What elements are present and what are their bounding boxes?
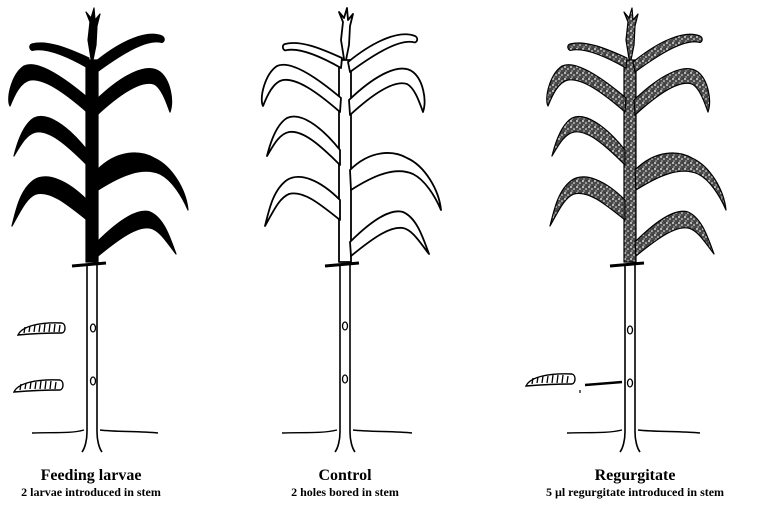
plant-control	[262, 8, 441, 452]
stem-hole	[628, 326, 633, 334]
larva-icon	[526, 374, 575, 386]
panel-subtitle: 5 µl regurgitate introduced in stem	[495, 485, 766, 499]
plant-regurgitate	[526, 8, 726, 452]
stem-marker	[325, 263, 359, 266]
stem-hole	[628, 379, 633, 387]
stem-marker	[72, 263, 106, 266]
caption-control: Control 2 holes bored in stem	[195, 467, 495, 499]
panel-title: Control	[195, 467, 495, 485]
lower-stem	[82, 264, 102, 452]
ground-line	[32, 430, 158, 433]
plant-feeding-larvae	[9, 8, 188, 452]
stem-hole	[343, 322, 348, 330]
stem-hole	[343, 375, 348, 383]
panel-title: Regurgitate	[495, 467, 766, 485]
caption-regurgitate: Regurgitate 5 µl regurgitate introduced …	[495, 467, 766, 499]
stem-hole	[91, 324, 96, 332]
ground-line	[282, 430, 412, 433]
lower-stem	[620, 264, 640, 452]
stem-hole	[91, 377, 96, 385]
larva-icon	[14, 380, 63, 392]
ground-line	[567, 430, 700, 433]
larva-icon	[18, 323, 65, 335]
injection-line	[585, 382, 622, 385]
lower-stem	[335, 264, 355, 452]
stem-marker	[610, 263, 644, 266]
panel-subtitle: 2 holes bored in stem	[195, 485, 495, 499]
